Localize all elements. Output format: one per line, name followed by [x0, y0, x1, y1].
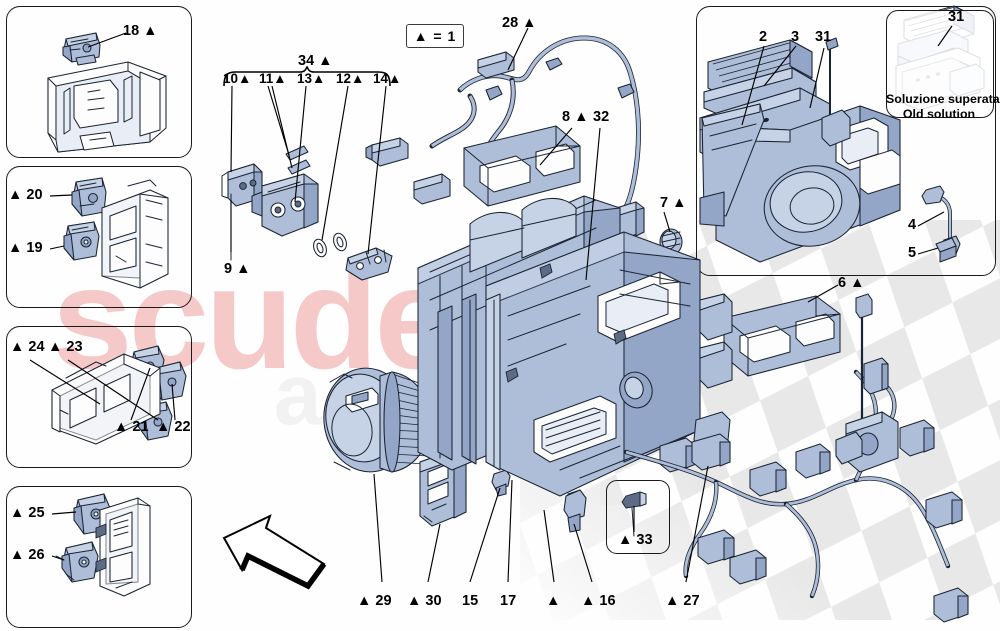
callout-20: ▲ 20 [8, 187, 43, 203]
main-hvac-assembly [417, 195, 733, 497]
inset-caption-italian: Soluzione superata [886, 92, 1000, 106]
part-6-gasket [723, 295, 841, 377]
callout-24: ▲ 24 [10, 339, 45, 355]
callout-27: ▲ 27 [665, 593, 700, 609]
callout-9: 9 ▲ [224, 261, 251, 277]
part-8-gasket [463, 125, 581, 207]
callout-17: 17 [500, 593, 517, 609]
callout-10: 10▲ [223, 71, 252, 86]
callout-32: 32 [593, 109, 610, 125]
panel-actuators-19-20 [6, 166, 192, 308]
callout-13: 13▲ [297, 71, 326, 86]
direction-arrow [222, 514, 327, 590]
callout-26: ▲ 26 [10, 547, 45, 563]
blower-motor [323, 367, 433, 473]
part-7 [659, 228, 683, 256]
callout-31: 31 [815, 29, 832, 45]
callout-31-inset: 31 [948, 9, 965, 25]
inset-caption-english: Old solution [902, 106, 976, 121]
callout-5: 5 [908, 245, 917, 261]
callout-28: 28 ▲ [502, 15, 537, 31]
panel-evaporator-housing [6, 6, 192, 158]
panel-actuators-21-24 [6, 326, 192, 468]
callout-21: ▲ 21 [114, 419, 149, 435]
callout-30: ▲ 30 [407, 593, 442, 609]
part-28-harness [365, 35, 645, 241]
callout-7: 7 ▲ [660, 195, 687, 211]
callout-2: 2 [759, 29, 768, 45]
callout-19: ▲ 19 [8, 240, 43, 256]
callout-12: 12▲ [336, 71, 365, 86]
small-parts-34-group [221, 145, 393, 281]
callout-33: ▲ 33 [618, 532, 653, 548]
callout-16: ▲ 16 [581, 593, 616, 609]
panel-actuators-25-26 [6, 486, 192, 628]
inset-caption: Soluzione superata Old solution [886, 92, 1000, 121]
callout-11: 11▲ [259, 71, 287, 86]
callout-34: 34 ▲ [298, 53, 333, 69]
callout-23: ▲ 23 [48, 339, 83, 355]
bottom-right-harness [563, 293, 969, 623]
callout-29: ▲ 29 [357, 593, 392, 609]
callout-4: 4 [908, 217, 917, 233]
callout-15: 15 [462, 593, 479, 609]
callout-22: ▲ 22 [156, 419, 191, 435]
group-bracket-34 [223, 66, 391, 87]
legend-quantity-box: ▲ = 1 [406, 24, 464, 48]
callout-18: 18 ▲ [123, 23, 158, 39]
callout-blank: ▲ [546, 593, 561, 609]
part-30-control-module [419, 449, 467, 527]
callout-25: ▲ 25 [10, 505, 45, 521]
callout-14: 14▲ [373, 71, 402, 86]
callout-6: 6 ▲ [838, 275, 865, 291]
part-15-17 [491, 469, 585, 529]
callout-3: 3 [791, 29, 800, 45]
callout-8: 8 ▲ [562, 109, 589, 125]
